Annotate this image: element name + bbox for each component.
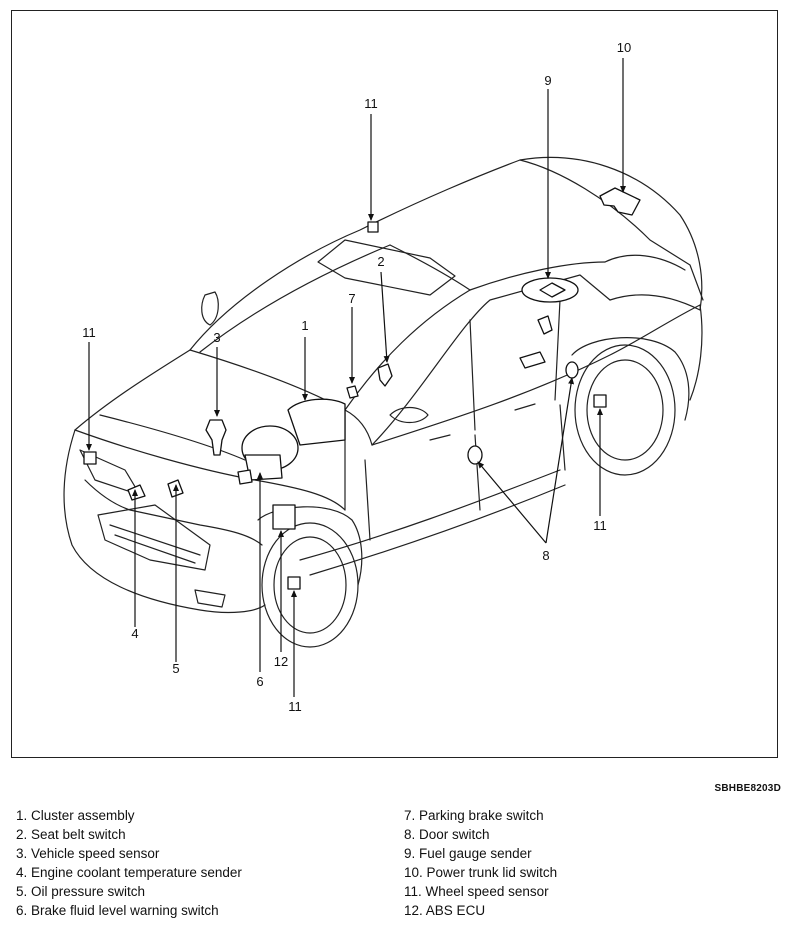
legend-right-column: 7. Parking brake switch 8. Door switch 9… (404, 806, 557, 920)
abs-ecu-shape (272, 504, 296, 530)
callout-12: 12 (274, 654, 288, 669)
seat-belt-switch-shape (377, 363, 393, 387)
callout-7: 7 (348, 291, 355, 306)
legend-item: 10. Power trunk lid switch (404, 865, 558, 880)
legend-item: 3. Vehicle speed sensor (16, 846, 160, 861)
legend-item: 11. Wheel speed sensor (404, 884, 549, 899)
vehicle-component-diagram: 1 2 3 4 5 6 7 8 9 10 11 11 11 11 12 (63, 40, 704, 714)
callout-6: 6 (256, 674, 263, 689)
legend-item: 8. Door switch (404, 827, 490, 842)
legend-item: 6. Brake fluid level warning switch (16, 903, 219, 918)
door-switch-rear-shape (565, 361, 579, 379)
cluster-assembly-shape (287, 398, 346, 446)
legend-item: 4. Engine coolant temperature sender (16, 865, 242, 880)
callout-9: 9 (544, 73, 551, 88)
legend-item: 12. ABS ECU (404, 903, 486, 918)
legend-item: 2. Seat belt switch (16, 827, 126, 842)
diagram-frame (11, 10, 778, 758)
callout-labels: 1 2 3 4 5 6 7 8 9 10 11 11 11 11 12 (82, 40, 631, 714)
trunk-lid-switch-shape (599, 187, 641, 216)
leader-lines (86, 58, 626, 697)
callout-11-front-right: 11 (288, 699, 302, 714)
figure-code: SBHBE8203D (714, 783, 781, 794)
callout-11-rear-right: 11 (593, 518, 607, 533)
callout-11-rear-roof: 11 (364, 96, 378, 111)
wheel-speed-sensor-rl-shape (593, 394, 607, 408)
callout-4: 4 (131, 626, 138, 641)
callout-3: 3 (213, 330, 220, 345)
callout-10: 10 (617, 40, 631, 55)
legend-item: 9. Fuel gauge sender (404, 846, 532, 861)
door-switch-front-shape (467, 445, 483, 465)
vehicle-speed-sensor-shape (205, 419, 227, 456)
legend-left-column: 1. Cluster assembly 2. Seat belt switch … (16, 806, 242, 920)
car-outline (63, 156, 704, 648)
wheel-speed-sensor-fr-shape (287, 576, 301, 590)
callout-8: 8 (542, 548, 549, 563)
legend-item: 1. Cluster assembly (16, 808, 135, 823)
callout-1: 1 (301, 318, 308, 333)
coolant-sender-shape (127, 484, 146, 501)
wheel-speed-sensor-fl-shape (83, 451, 97, 465)
callout-2: 2 (377, 254, 384, 269)
legend-item: 7. Parking brake switch (404, 808, 544, 823)
components (83, 187, 641, 590)
legend-item: 5. Oil pressure switch (16, 884, 146, 899)
callout-5: 5 (172, 661, 179, 676)
callout-11-front-left: 11 (82, 325, 96, 340)
wheel-speed-sensor-rr-shape (367, 221, 379, 233)
parking-brake-switch-shape (346, 385, 359, 399)
